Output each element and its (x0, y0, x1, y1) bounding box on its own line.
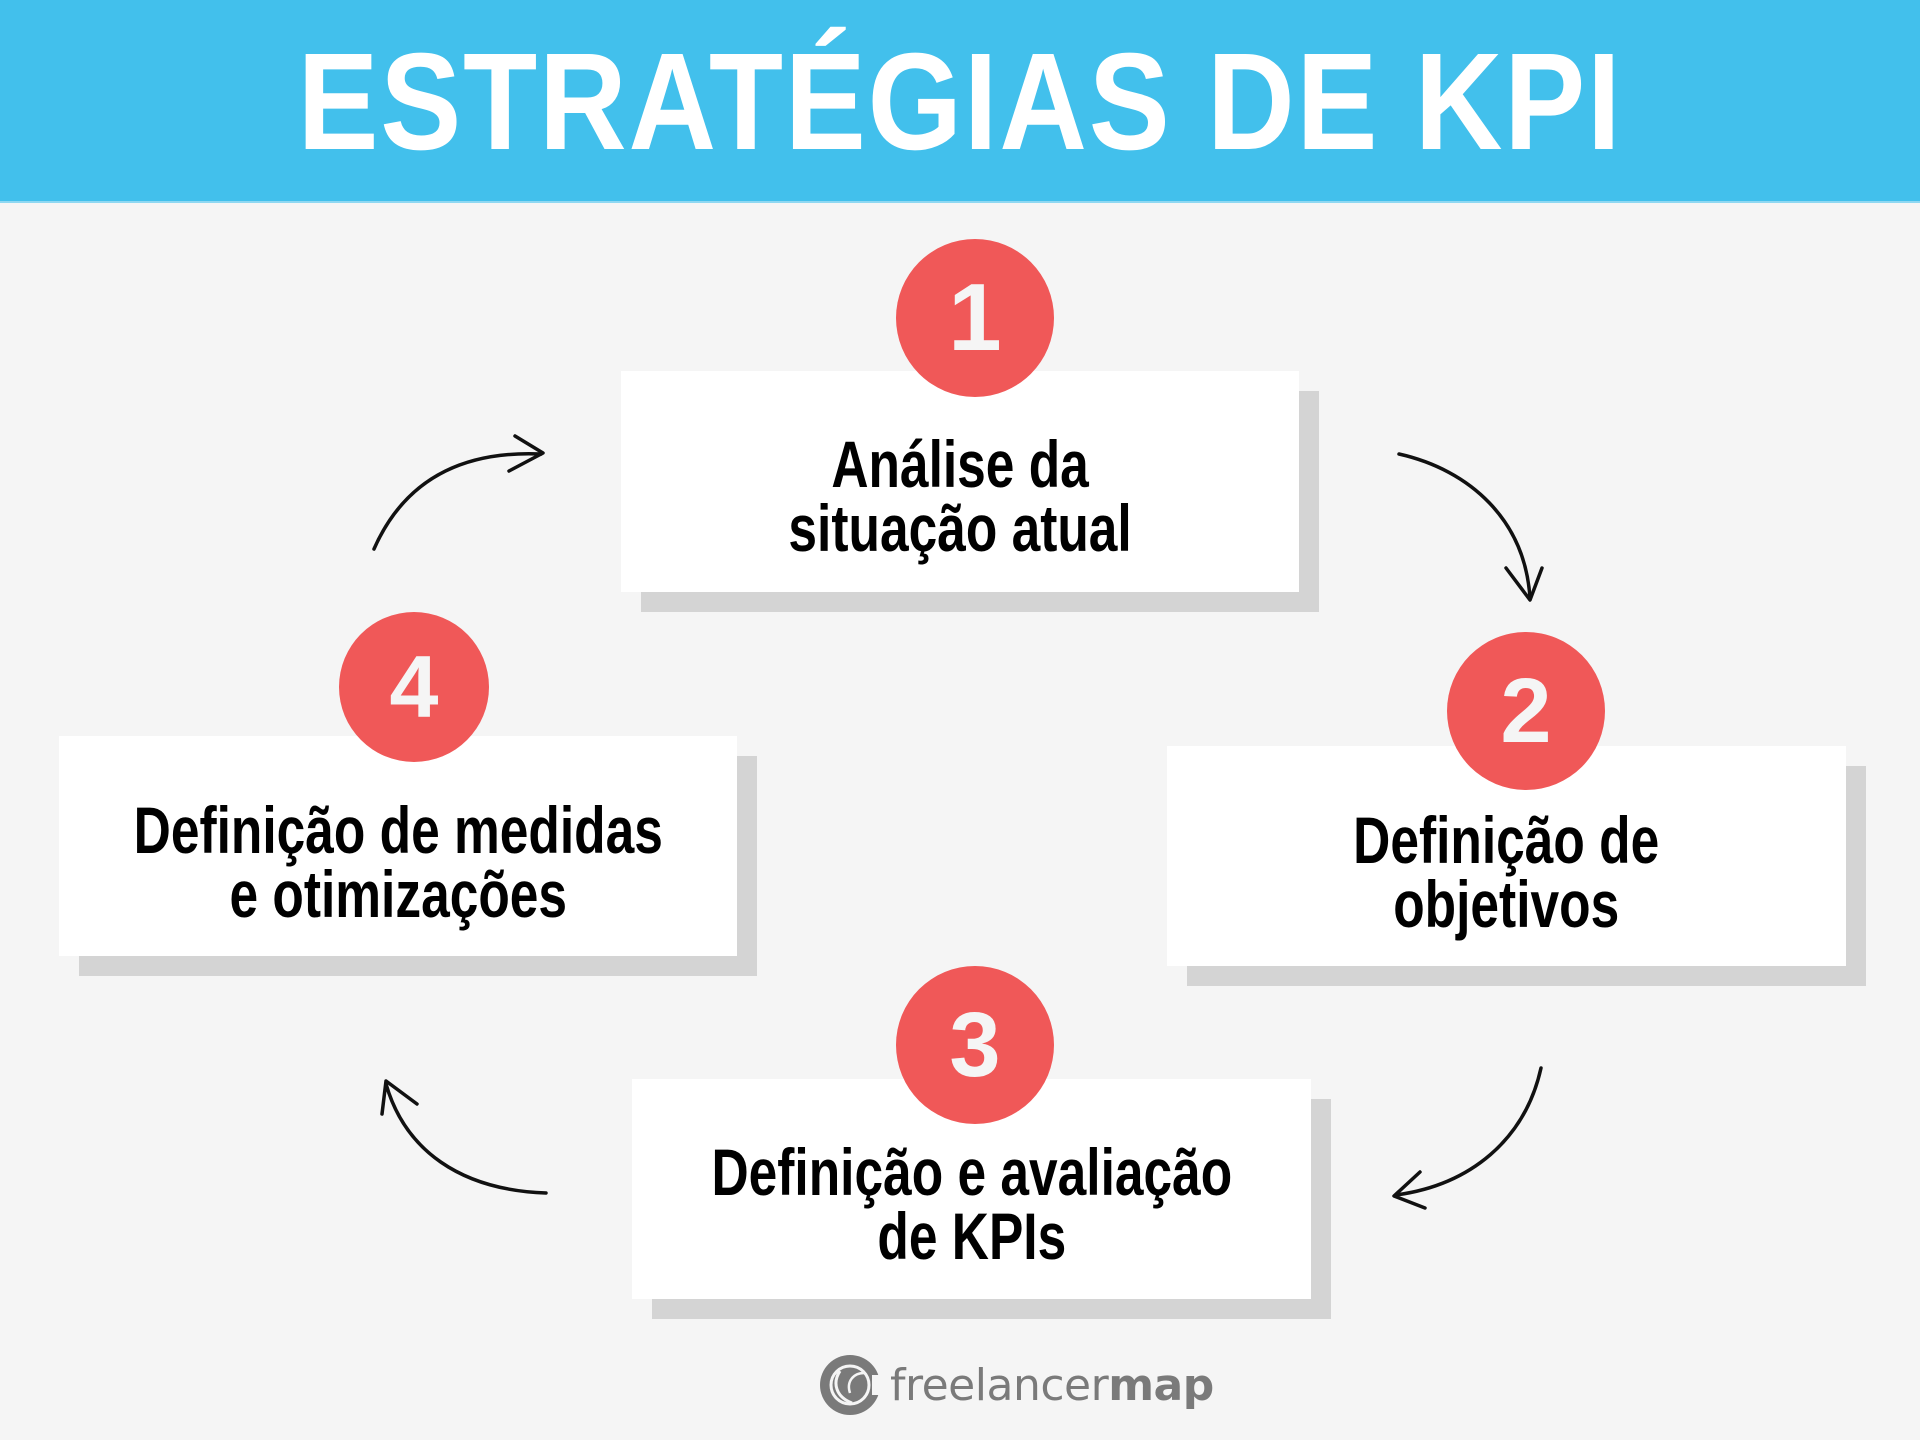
globe-logo-icon (820, 1355, 880, 1415)
curved-arrow-icon-1-to-2 (1397, 452, 1544, 602)
step-3-box: Definição e avaliação de KPIs (632, 1079, 1311, 1299)
step-2-line-2: objetivos (1393, 867, 1620, 941)
logo-wordmark: freelancermap (890, 1360, 1214, 1411)
header-banner: ESTRATÉGIAS DE KPI (0, 0, 1920, 203)
step-3-number-badge: 3 (896, 966, 1054, 1124)
curved-arrow-icon-3-to-4 (380, 1079, 548, 1195)
logo-text-bold: map (1108, 1359, 1214, 1411)
step-4-label: Definição de medidas e otimizações (133, 793, 663, 931)
step-4-number: 4 (389, 637, 439, 736)
step-1-line-1: Análise da (831, 426, 1089, 501)
freelancermap-logo: freelancermap (818, 1352, 1214, 1418)
curved-arrow-icon-4-to-1 (372, 434, 545, 551)
step-1-line-2: situação atual (788, 490, 1132, 565)
step-2-line-1: Definição de (1353, 803, 1660, 877)
step-2-number: 2 (1500, 659, 1552, 762)
step-1-number: 1 (948, 264, 1002, 371)
step-3-number: 3 (949, 993, 1001, 1096)
page-title: ESTRATÉGIAS DE KPI (297, 25, 1623, 179)
step-2-box: Definição de objetivos (1167, 746, 1846, 966)
step-4-line-2: e otimizações (229, 857, 567, 931)
step-2-label: Definição de objetivos (1353, 803, 1660, 941)
step-4-box: Definição de medidas e otimizações (59, 736, 737, 956)
step-3-line-2: de KPIs (877, 1199, 1066, 1273)
step-1-label: Análise da situação atual (788, 426, 1132, 565)
step-3-line-1: Definição e avaliação (711, 1135, 1232, 1209)
step-4-number-badge: 4 (339, 612, 489, 762)
step-1-number-badge: 1 (896, 239, 1054, 397)
step-2-number-badge: 2 (1447, 632, 1605, 790)
curved-arrow-icon-2-to-3 (1392, 1066, 1543, 1210)
step-1-box: Análise da situação atual (621, 371, 1299, 592)
step-4-line-1: Definição de medidas (133, 793, 663, 867)
logo-text-light: freelancer (890, 1359, 1109, 1411)
step-3-label: Definição e avaliação de KPIs (711, 1135, 1232, 1273)
